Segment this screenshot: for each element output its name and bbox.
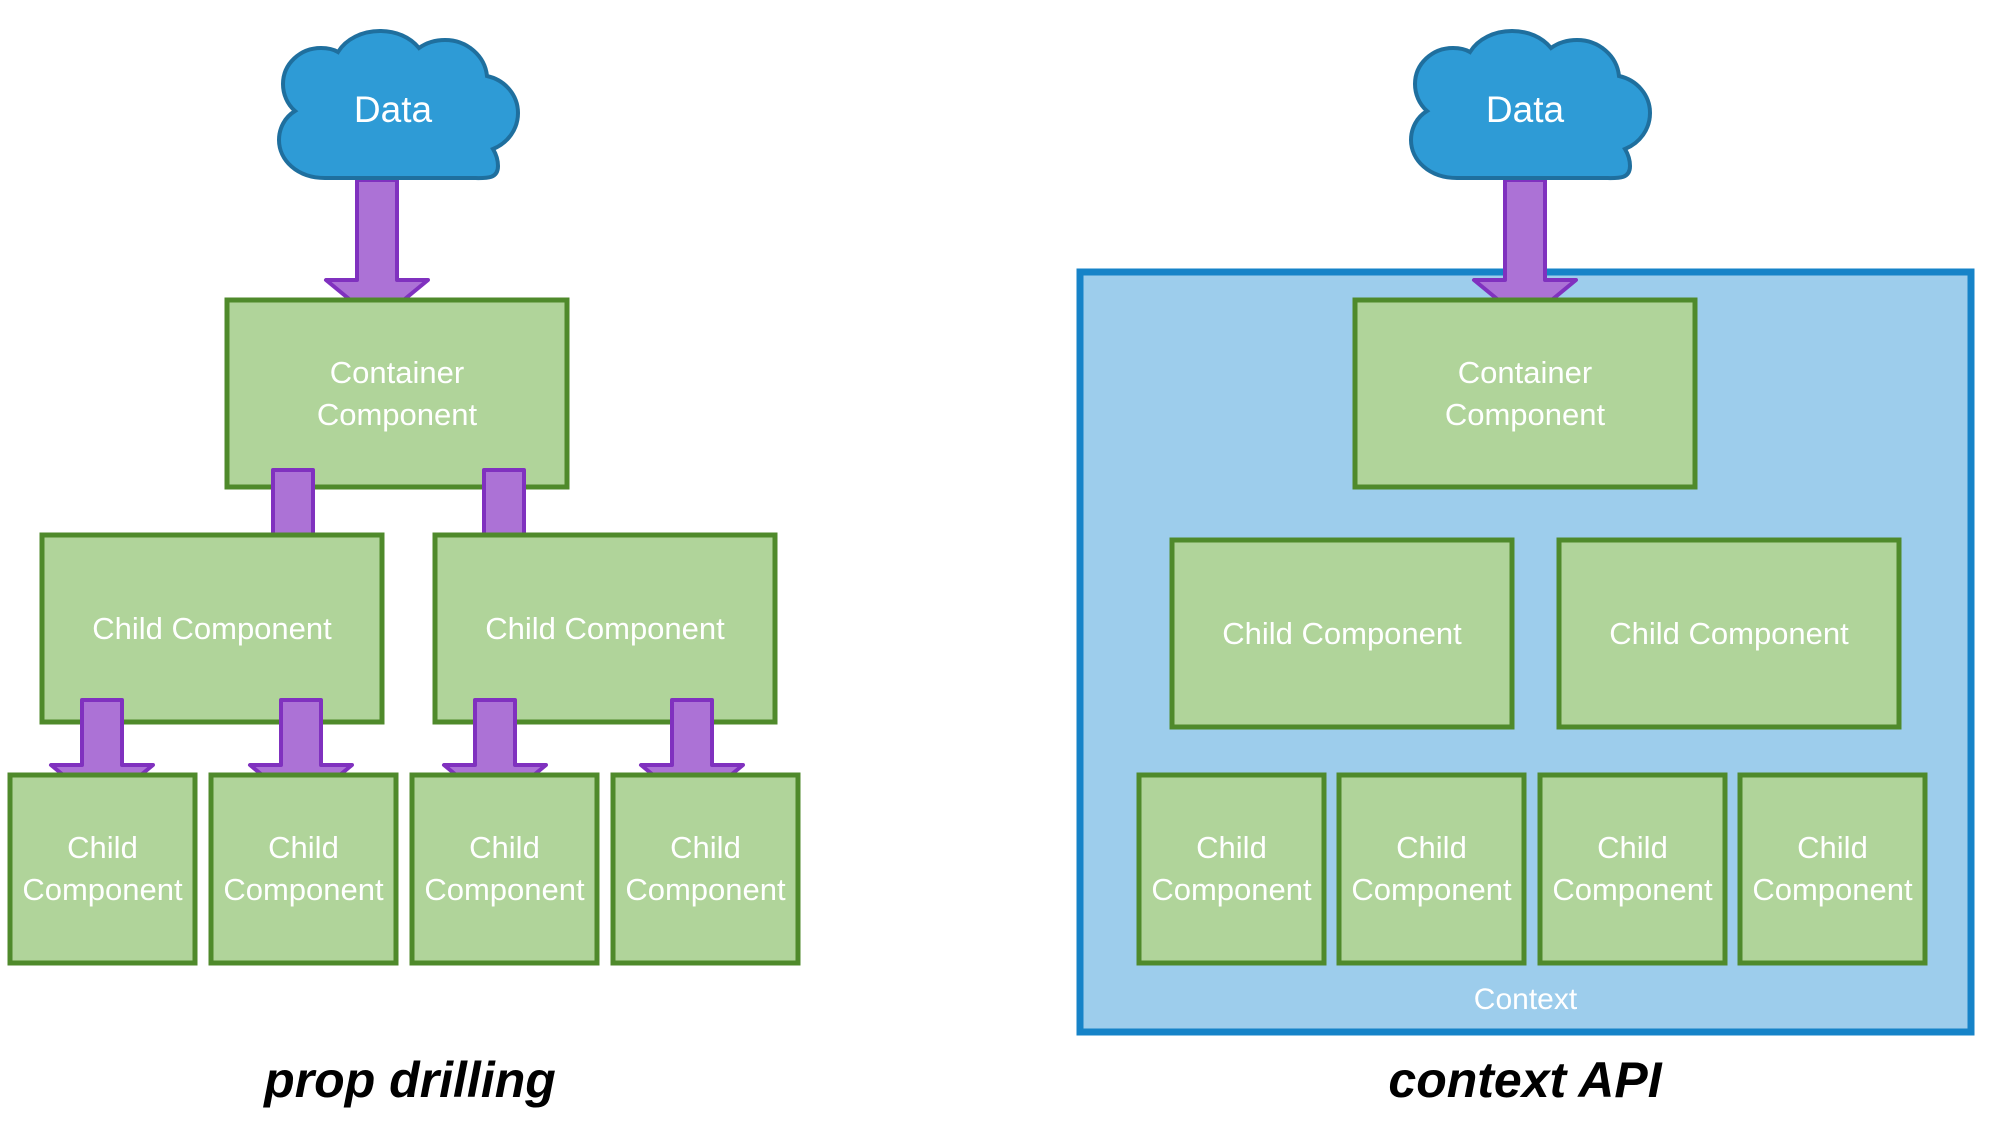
left-leaf-child-box-4 xyxy=(610,772,801,966)
right-diagram-group xyxy=(1076,29,1975,1036)
left-mid-child-box-2 xyxy=(432,532,778,725)
right-leaf-child-box-3 xyxy=(1537,772,1728,966)
left-leaf-child-box-3 xyxy=(409,772,600,966)
left-cloud-icon xyxy=(277,29,520,181)
right-caption: context API xyxy=(1388,1052,1662,1108)
left-mid-child-box-1 xyxy=(39,532,385,725)
right-leaf-child-box-4 xyxy=(1737,772,1928,966)
left-caption: prop drilling xyxy=(264,1052,556,1108)
right-leaf-child-box-2 xyxy=(1336,772,1527,966)
left-diagram-group xyxy=(7,29,801,966)
left-container-box xyxy=(224,297,570,490)
right-cloud-icon xyxy=(1409,29,1652,181)
right-container-box xyxy=(1352,297,1698,490)
right-leaf-child-box-1 xyxy=(1136,772,1327,966)
right-mid-child-box-1 xyxy=(1169,537,1515,730)
left-leaf-child-box-1 xyxy=(7,772,198,966)
right-mid-child-box-2 xyxy=(1556,537,1902,730)
left-leaf-child-box-2 xyxy=(208,772,399,966)
